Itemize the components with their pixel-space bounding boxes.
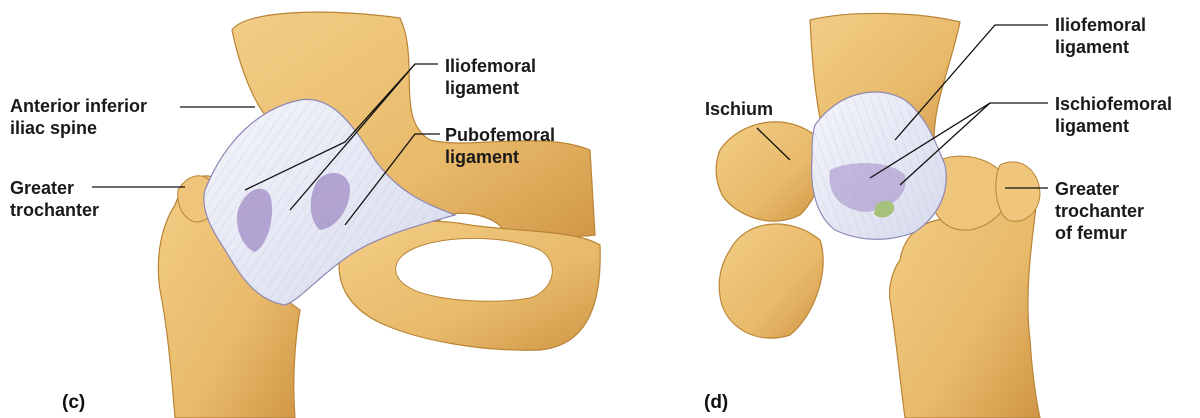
capsule-gap-1 bbox=[237, 188, 273, 252]
panel-letter-d: (d) bbox=[704, 392, 729, 413]
panel-c-leader-lines bbox=[92, 63, 440, 226]
obturator-foramen bbox=[395, 237, 553, 302]
label-anterior-inferior-iliac-spine: Anterior inferior iliac spine bbox=[10, 96, 148, 138]
leader-iliofemoral-c-2 bbox=[244, 63, 416, 191]
leader-ischiofemoral-2 bbox=[899, 102, 991, 186]
panel-letter-c: (c) bbox=[62, 392, 86, 413]
panel-d-leader-lines bbox=[756, 24, 1048, 189]
leader-ischium bbox=[756, 127, 791, 161]
label-ischiofemoral-ligament: Ischiofemoral ligament bbox=[1055, 94, 1173, 136]
label-ischium: Ischium bbox=[705, 99, 774, 119]
label-greater-trochanter-of-femur: Greater trochanter of femur bbox=[1055, 179, 1145, 243]
leader-pubofemoral bbox=[344, 133, 440, 226]
capsule-gap-d bbox=[829, 163, 906, 212]
label-iliofemoral-ligament-c: Iliofemoral ligament bbox=[445, 56, 537, 98]
label-pubofemoral-ligament: Pubofemoral ligament bbox=[445, 125, 556, 167]
label-iliofemoral-ligament-d: Iliofemoral ligament bbox=[1055, 15, 1147, 57]
ischial-tuberosity bbox=[718, 223, 824, 339]
leader-iliofemoral-d bbox=[894, 24, 1048, 141]
synovial-spot bbox=[874, 200, 895, 218]
ischium-bone bbox=[715, 121, 824, 222]
panel-c-illustration bbox=[157, 11, 601, 418]
capsule-gap-2 bbox=[310, 173, 350, 230]
label-greater-trochanter: Greater trochanter bbox=[10, 178, 100, 220]
panel-d-illustration bbox=[715, 12, 1041, 418]
greater-trochanter-shape-d bbox=[995, 161, 1041, 222]
